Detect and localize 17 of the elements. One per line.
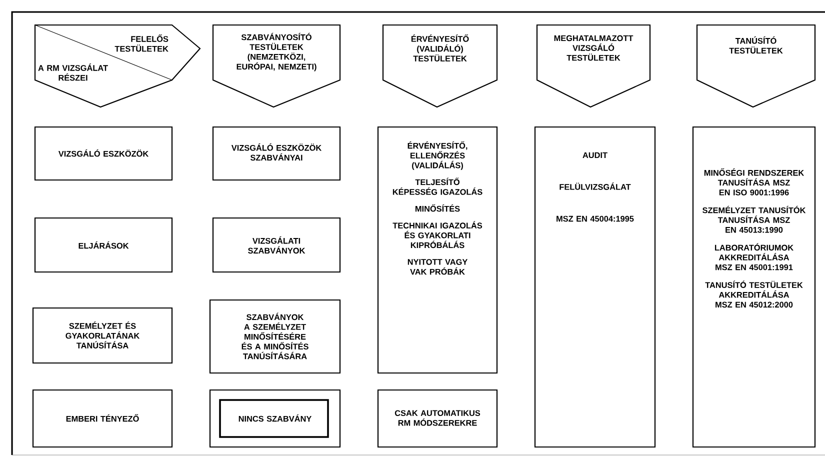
column-header: FELELŐS TESTÜLETEK A RM VIZSGÁLAT RÉSZEI [34,24,201,108]
text-box: SZABVÁNYOK A SZEMÉLYZET MINŐSÍTÉSÉRE ÉS A MINŐSÍTÉS TANÚSÍTÁSÁRA [209,299,341,374]
framed-box: NINCS SZABVÁNY [209,389,341,448]
text-box: VIZSGÁLÓ ESZKÖZÖK [34,126,173,181]
text-box: EMBERI TÉNYEZŐ [32,389,173,448]
text-box: SZEMÉLYZET ÉS GYAKORLATÁNAK TANÚSÍTÁSA [32,307,173,364]
text-box: VIZSGÁLÓ ESZKÖZÖK SZABVÁNYAI [212,126,341,181]
text-box: VIZSGÁLATI SZABVÁNYOK [212,217,341,273]
text-box: ELJÁRÁSOK [34,217,173,273]
text-box: ÉRVÉNYESÍTŐ, ELLENŐRZÉS (VALIDÁLÁS) TELJESÍTŐ KÉPESSÉG IGAZOLÁS MINŐSÍTÉS TECHNIKAI IGAZOLÁS ÉS GYAKORLATI KIPRÓBÁLÁS NYITOTT VAGY VAK PRÓBÁK [377,126,498,374]
column-header: SZABVÁNYOSÍTÓ TESTÜLETEK (NEMZETKÖZI, EURÓPAI, NEMZETI) [212,24,341,108]
column-header: ÉRVÉNYESÍTŐ (VALIDÁLÓ) TESTÜLETEK [382,24,498,108]
column-header: MEGHATALMAZOTT VIZSGÁLÓ TESTÜLETEK [536,24,651,108]
column-header: TANÚSÍTÓ TESTÜLETEK [696,24,816,108]
text-box: CSAK AUTOMATIKUS RM MÓDSZEREKRE [377,389,498,448]
text-box: MINŐSÉGI RENDSZEREK TANUSÍTÁSA MSZ EN ISO 9001:1996 SZEMÉLYZET TANUSÍTÓK TANUSÍTÁSA MSZ EN 45013:1990 LABORATÓRIUMOK AKKREDITÁLÁSA MSZ EN 45001:1991 TANUSÍTÓ TESTÜLETEK AKKREDITÁLÁSA MSZ EN 45012:2000 [692,126,816,448]
text-box: AUDIT FELÜLVIZSGÁLAT MSZ EN 45004:1995 [534,126,656,448]
